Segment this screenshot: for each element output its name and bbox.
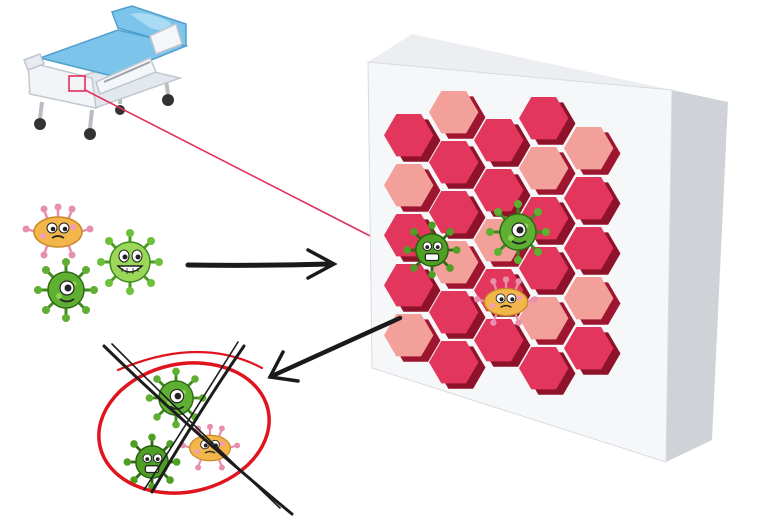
zoom-region-marker — [68, 75, 86, 92]
green-germ-icon — [402, 220, 462, 280]
zoom-connector-line — [84, 89, 379, 241]
neutralized-germs — [122, 366, 242, 492]
green-germ-icon — [484, 198, 552, 266]
green-smiling-germ-icon — [95, 227, 165, 297]
green-germ-icon — [122, 432, 182, 492]
hospital-bed-icon — [23, 5, 189, 140]
orange-germ-icon — [21, 202, 95, 260]
incoming-germs — [21, 202, 165, 324]
green-germ-icon — [32, 256, 100, 324]
arrow-to-filter — [185, 248, 338, 280]
cross-out-mark — [102, 341, 294, 516]
arrow-from-filter — [267, 315, 403, 383]
circle-mark — [97, 350, 271, 495]
